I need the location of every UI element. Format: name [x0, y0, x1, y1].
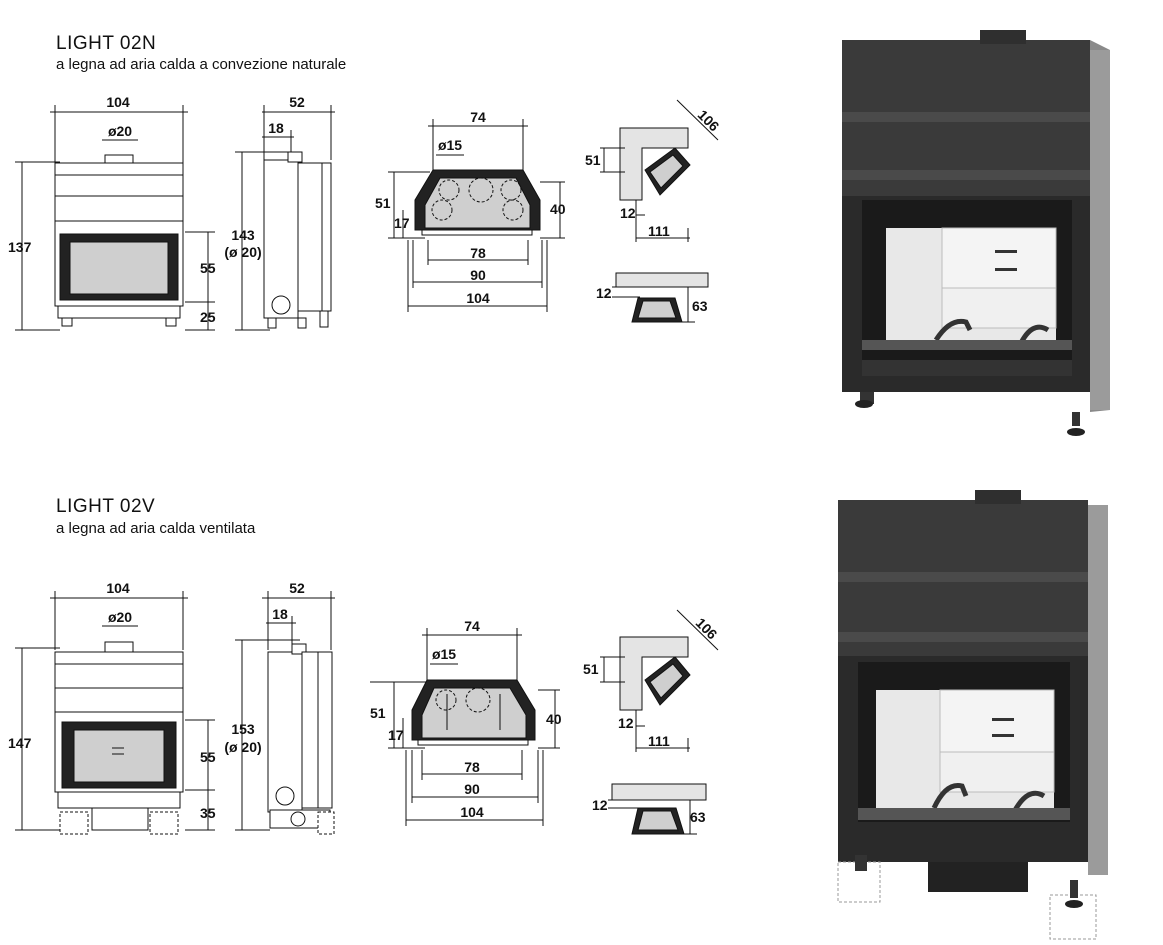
side-depth-label: 52: [289, 94, 305, 110]
front-width-label: 104: [106, 580, 130, 596]
side-height-note: (ø 20): [224, 739, 261, 755]
wall-install-view: [608, 783, 707, 835]
corner-b-label: 111: [648, 733, 670, 749]
plan-w3-label: 104: [460, 804, 484, 820]
plan-hole-label: ø15: [438, 137, 462, 153]
front-flue-label: ø20: [108, 609, 132, 625]
wall-install-view: [612, 272, 709, 323]
front-height-label: 147: [8, 735, 32, 751]
fireplace-render: [837, 490, 1108, 940]
plan-right-label: 40: [550, 201, 566, 217]
side-depth-label: 52: [289, 580, 305, 596]
wall-b-label: 63: [692, 298, 708, 314]
plan-left2-label: 17: [394, 215, 410, 231]
wall-a-label: 12: [592, 797, 608, 813]
side-height-label: 143: [231, 227, 255, 243]
front-flue-label: ø20: [108, 123, 132, 139]
plan-left1-label: 51: [375, 195, 391, 211]
front-view: [15, 591, 215, 835]
side-offset-label: 18: [268, 120, 284, 136]
front-width-label: 104: [106, 94, 130, 110]
corner-a-label: 12: [618, 715, 634, 731]
front-view: [15, 105, 215, 331]
side-height-note: (ø 20): [224, 244, 261, 260]
front-base-label: 25: [200, 309, 216, 325]
plan-top-label: 74: [464, 618, 480, 634]
side-view: [235, 105, 335, 331]
plan-left2-label: 17: [388, 727, 404, 743]
plan-view: [388, 119, 565, 312]
plan-w1-label: 78: [464, 759, 480, 775]
side-view: [235, 591, 335, 835]
fireplace-render: [842, 30, 1110, 436]
plan-w1-label: 78: [470, 245, 486, 261]
plan-view: [370, 628, 560, 826]
product-subtitle: a legna ad aria calda ventilata: [56, 520, 256, 537]
corner-diag-label: 106: [693, 615, 721, 643]
wall-b-label: 63: [690, 809, 706, 825]
corner-b-label: 111: [648, 223, 670, 239]
plan-w2-label: 90: [470, 267, 486, 283]
front-opening-label: 55: [200, 260, 216, 276]
corner-install-view: [600, 609, 719, 752]
side-offset-label: 18: [272, 606, 288, 622]
front-opening-label: 55: [200, 749, 216, 765]
product-subtitle: a legna ad aria calda a convezione natur…: [56, 56, 347, 73]
plan-w3-label: 104: [466, 290, 490, 306]
plan-hole-label: ø15: [432, 646, 456, 662]
plan-left1-label: 51: [370, 705, 386, 721]
front-base-label: 35: [200, 805, 216, 821]
corner-a-label: 12: [620, 205, 636, 221]
side-height-label: 153: [231, 721, 255, 737]
corner-side-label: 51: [583, 661, 599, 677]
product-title: LIGHT 02V: [56, 496, 156, 517]
front-height-label: 137: [8, 239, 32, 255]
corner-diag-label: 106: [695, 107, 723, 135]
plan-right-label: 40: [546, 711, 562, 727]
corner-install-view: [600, 99, 719, 242]
wall-a-label: 12: [596, 285, 612, 301]
product-title: LIGHT 02N: [56, 33, 157, 54]
plan-top-label: 74: [470, 109, 486, 125]
plan-w2-label: 90: [464, 781, 480, 797]
corner-side-label: 51: [585, 152, 601, 168]
